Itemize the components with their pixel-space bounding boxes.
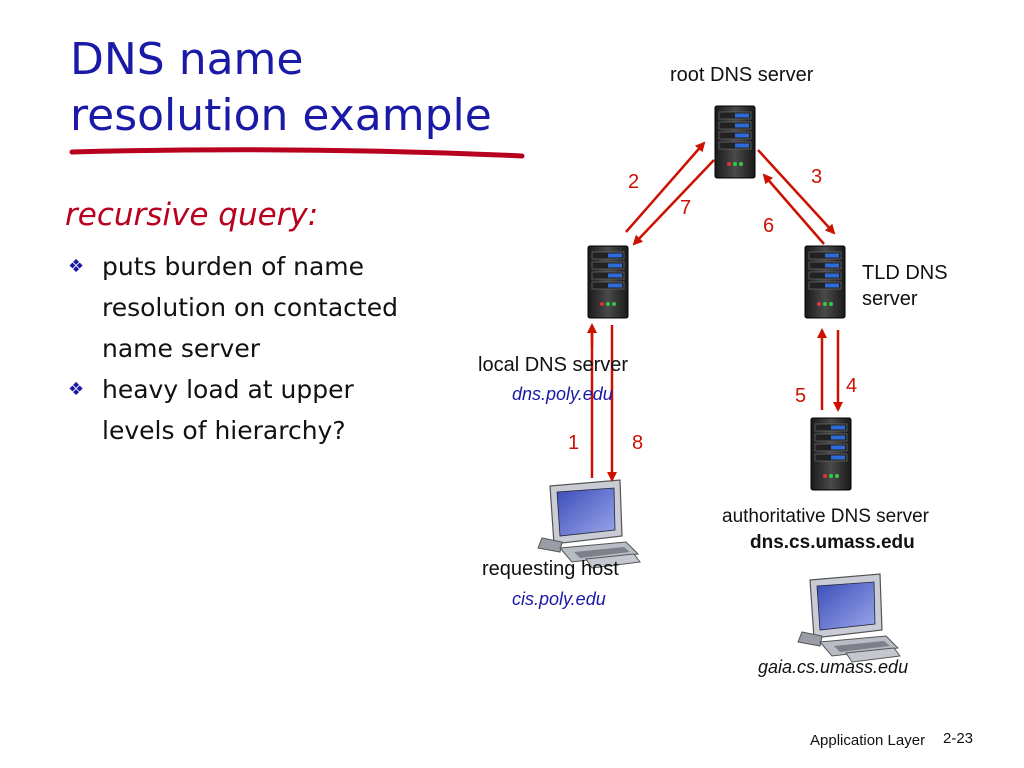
gaia-host-domain: gaia.cs.umass.edu <box>758 657 909 677</box>
step-number: 7 <box>680 197 692 219</box>
authoritative-server-label: authoritative DNS server <box>722 506 929 527</box>
root-server-label: root DNS server <box>670 64 814 86</box>
diamond-bullet-icon: ❖ <box>68 256 85 277</box>
arrow-step-3 <box>757 149 836 235</box>
step-number: 5 <box>795 385 807 407</box>
step-number: 4 <box>846 375 858 397</box>
step-number: 3 <box>811 166 823 188</box>
bullet-text: puts burden of name resolution on contac… <box>102 252 398 363</box>
bullet-text: heavy load at upper levels of hierarchy? <box>102 375 354 445</box>
bullet-list: ❖ puts burden of name resolution on cont… <box>68 246 398 451</box>
step-number: 6 <box>763 215 775 237</box>
local-server-icon <box>587 245 629 319</box>
step-number: 8 <box>632 432 644 454</box>
authoritative-server-domain: dns.cs.umass.edu <box>750 532 915 553</box>
tld-server-label-line-1: TLD DNS <box>862 262 948 284</box>
footer-page-number: 2-23 <box>943 730 974 747</box>
title-line-2: resolution example <box>70 90 492 141</box>
requesting-host-label: requesting host <box>482 558 619 580</box>
step-number: 1 <box>568 432 580 454</box>
arrow-step-7 <box>632 159 715 246</box>
root-server-icon <box>714 105 756 179</box>
requesting-host-computer-icon <box>537 479 641 569</box>
title-underline <box>69 147 525 159</box>
tld-server-label-line-2: server <box>862 288 918 310</box>
local-server-label: local DNS server <box>478 354 629 376</box>
gaia-host-computer-icon <box>797 573 901 663</box>
requesting-host-domain: cis.poly.edu <box>512 589 606 609</box>
bullet-item: ❖ puts burden of name resolution on cont… <box>68 246 398 369</box>
diamond-bullet-icon: ❖ <box>68 379 85 400</box>
arrow-step-2 <box>625 141 706 233</box>
footer-section: Application Layer <box>810 732 926 749</box>
local-server-domain: dns.poly.edu <box>512 384 613 404</box>
title-line-1: DNS name <box>70 34 304 85</box>
authoritative-server-icon <box>810 417 852 491</box>
tld-server-icon <box>804 245 846 319</box>
bullet-item: ❖ heavy load at upper levels of hierarch… <box>68 369 398 451</box>
subheading: recursive query: <box>65 197 319 233</box>
step-number: 2 <box>628 171 640 193</box>
arrow-step-6 <box>762 173 825 245</box>
